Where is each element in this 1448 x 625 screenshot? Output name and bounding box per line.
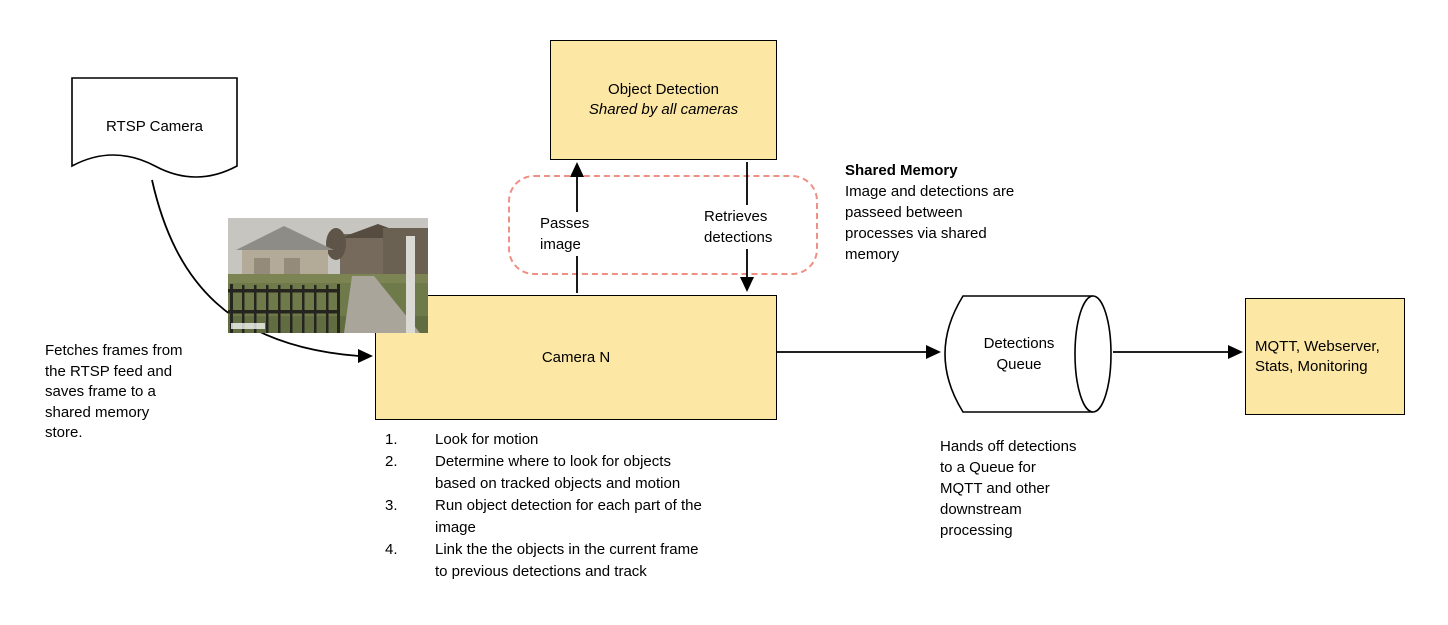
camera-n-label: Camera N	[541, 348, 611, 366]
camera-n-node: Camera N	[375, 295, 777, 420]
timestamp-overlay	[231, 323, 265, 329]
passes-image-label: Passes image	[538, 212, 602, 256]
step-number: 2.	[385, 453, 398, 470]
outputs-node: MQTT, Webserver, Stats, Monitoring	[1245, 298, 1405, 415]
queue-body	[944, 295, 1093, 413]
outputs-label: MQTT, Webserver, Stats, Monitoring	[1255, 337, 1380, 375]
queue-end-cap	[1074, 295, 1112, 413]
arrowhead-retrieves-detections	[740, 277, 754, 292]
fetch-frames-annotation: Fetches frames from the RTSP feed and sa…	[45, 342, 183, 441]
object-detection-title: Object Detection	[608, 81, 719, 98]
fence	[228, 284, 340, 333]
camera-snapshot	[228, 218, 428, 333]
shared-memory-title: Shared Memory	[845, 162, 958, 179]
arrowhead-queue-to-outputs	[1228, 345, 1243, 359]
step-number: 4.	[385, 541, 398, 558]
shared-memory-annotation: Shared Memory Image and detections are p…	[845, 160, 1070, 265]
hands-off-annotation: Hands off detections to a Queue for MQTT…	[940, 438, 1077, 539]
rtsp-document-shape	[71, 77, 238, 178]
detections-queue-label: Detections Queue	[983, 335, 1055, 373]
rtsp-camera-label: RTSP Camera	[106, 118, 203, 135]
camera-step-4: 4. Link the the objects in the current f…	[385, 539, 770, 583]
camera-step-3: 3. Run object detection for each part of…	[385, 495, 770, 539]
camera-step-1: 1. Look for motion	[385, 429, 770, 451]
retrieves-detections-label: Retrieves detections	[702, 205, 790, 249]
arrowhead-camera-to-queue	[926, 345, 941, 359]
step-text: Run object detection for each part of th…	[435, 497, 702, 536]
step-number: 1.	[385, 431, 398, 448]
camera-steps-list: 1. Look for motion 2. Determine where to…	[385, 429, 770, 583]
step-text: Look for motion	[435, 431, 539, 448]
step-text: Determine where to look for objects base…	[435, 453, 681, 492]
step-text: Link the the objects in the current fram…	[435, 541, 699, 580]
arrowhead-rtsp-to-camera	[358, 349, 373, 363]
object-detection-subtitle: Shared by all cameras	[588, 101, 739, 118]
edge-rtsp-to-camera	[151, 179, 360, 357]
shared-memory-region	[508, 175, 818, 275]
step-number: 3.	[385, 497, 398, 514]
shared-memory-body: Image and detections are passeed between…	[845, 183, 1015, 263]
camera-step-2: 2. Determine where to look for objects b…	[385, 451, 770, 495]
camera-snapshot-image	[228, 218, 428, 333]
arrowhead-passes-image	[570, 162, 584, 177]
sidewalk	[344, 276, 420, 333]
detections-queue-shape	[944, 295, 1112, 413]
porch-post	[406, 236, 415, 333]
object-detection-node: Object Detection Shared by all cameras	[550, 40, 777, 160]
